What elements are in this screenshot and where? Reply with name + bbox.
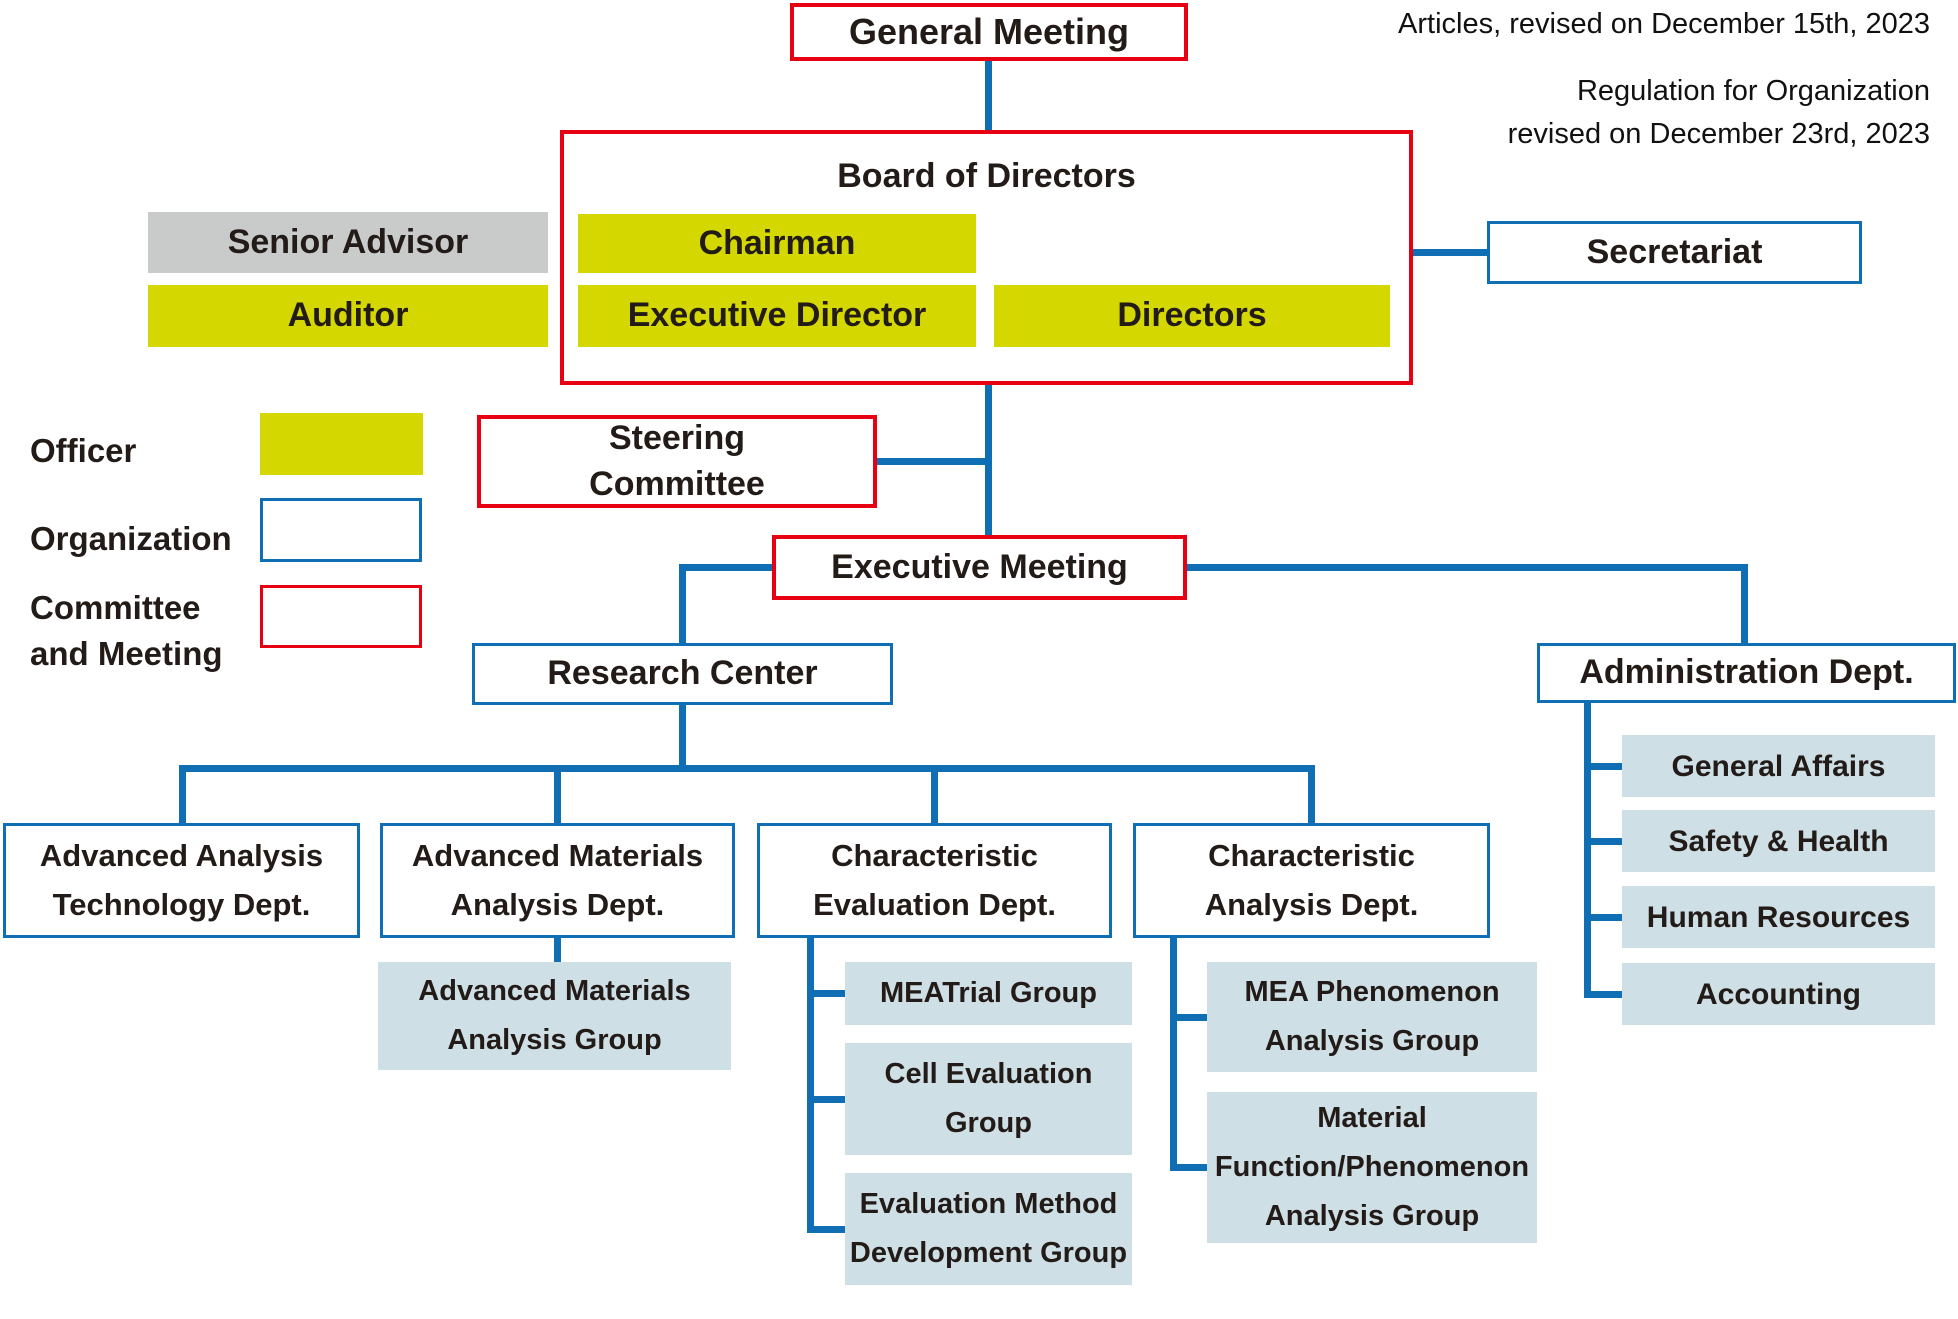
connector-line [679, 703, 686, 768]
connector-line [1184, 564, 1748, 571]
connector-line [985, 383, 992, 538]
regulation-note-line1: Regulation for Organization [1576, 75, 1930, 107]
connector-line [1170, 1164, 1209, 1171]
node-general-affairs: General Affairs [1622, 735, 1935, 797]
node-material-function-phenomenon-analysis-group: Material Function/Phenomenon Analysis Gr… [1207, 1092, 1537, 1243]
node-advanced-materials-analysis-dept: Advanced Materials Analysis Dept. [380, 823, 735, 938]
connector-line [554, 765, 561, 825]
node-characteristic-evaluation-dept: Characteristic Evaluation Dept. [757, 823, 1112, 938]
node-auditor: Auditor [148, 285, 548, 347]
connector-line [1584, 838, 1624, 845]
node-secretariat: Secretariat [1487, 221, 1862, 284]
connector-line [1308, 765, 1315, 825]
connector-line [679, 564, 686, 646]
connector-line [807, 1096, 845, 1103]
connector-line [1741, 564, 1748, 646]
connector-line [1170, 1014, 1209, 1021]
node-executive-director: Executive Director [578, 285, 976, 347]
node-administration-dept: Administration Dept. [1537, 643, 1956, 703]
connector-line [875, 458, 988, 465]
connector-line [807, 936, 814, 1233]
node-meatrial-group: MEATrial Group [845, 962, 1132, 1025]
connector-line [1584, 991, 1624, 998]
node-safety-health: Safety & Health [1622, 810, 1935, 872]
node-mea-phenomenon-analysis-group: MEA Phenomenon Analysis Group [1207, 962, 1537, 1072]
node-steering-committee: Steering Committee [477, 415, 877, 508]
connector-line [1584, 914, 1624, 921]
articles-revision-note: Articles, revised on December 15th, 2023 [1398, 8, 1930, 40]
node-advanced-analysis-technology-dept: Advanced Analysis Technology Dept. [3, 823, 360, 938]
node-human-resources: Human Resources [1622, 886, 1935, 948]
connector-line [179, 765, 1315, 772]
legend-committee-swatch [260, 585, 422, 648]
legend-officer-label: Officer [30, 432, 137, 469]
connector-line [179, 765, 186, 825]
connector-line [807, 990, 845, 997]
legend-organization-swatch [260, 498, 422, 562]
connector-line [1170, 936, 1177, 1171]
connector-line [807, 1226, 845, 1233]
connector-line [1584, 763, 1624, 770]
node-research-center: Research Center [472, 643, 893, 705]
node-cell-evaluation-group: Cell Evaluation Group [845, 1043, 1132, 1155]
node-directors: Directors [994, 285, 1390, 347]
node-evaluation-method-development-group: Evaluation Method Development Group [845, 1173, 1132, 1285]
regulation-note-line2: revised on December 23rd, 2023 [1507, 118, 1930, 150]
node-advanced-materials-analysis-group: Advanced Materials Analysis Group [378, 962, 731, 1070]
node-chairman: Chairman [578, 214, 976, 273]
connector-line [985, 61, 992, 133]
connector-line [1410, 249, 1490, 256]
board-of-directors-title: Board of Directors [837, 157, 1136, 195]
node-accounting: Accounting [1622, 963, 1935, 1025]
connector-line [679, 564, 775, 571]
connector-line [931, 765, 938, 825]
node-executive-meeting: Executive Meeting [772, 535, 1187, 600]
legend-organization-label: Organization [30, 520, 232, 557]
connector-line [554, 936, 561, 964]
connector-line [1584, 701, 1591, 998]
node-characteristic-analysis-dept: Characteristic Analysis Dept. [1133, 823, 1490, 938]
legend-committee-label: Committee and Meeting [30, 589, 223, 673]
node-general-meeting: General Meeting [790, 3, 1188, 61]
legend-officer-swatch [260, 413, 423, 475]
node-senior-advisor: Senior Advisor [148, 212, 548, 273]
